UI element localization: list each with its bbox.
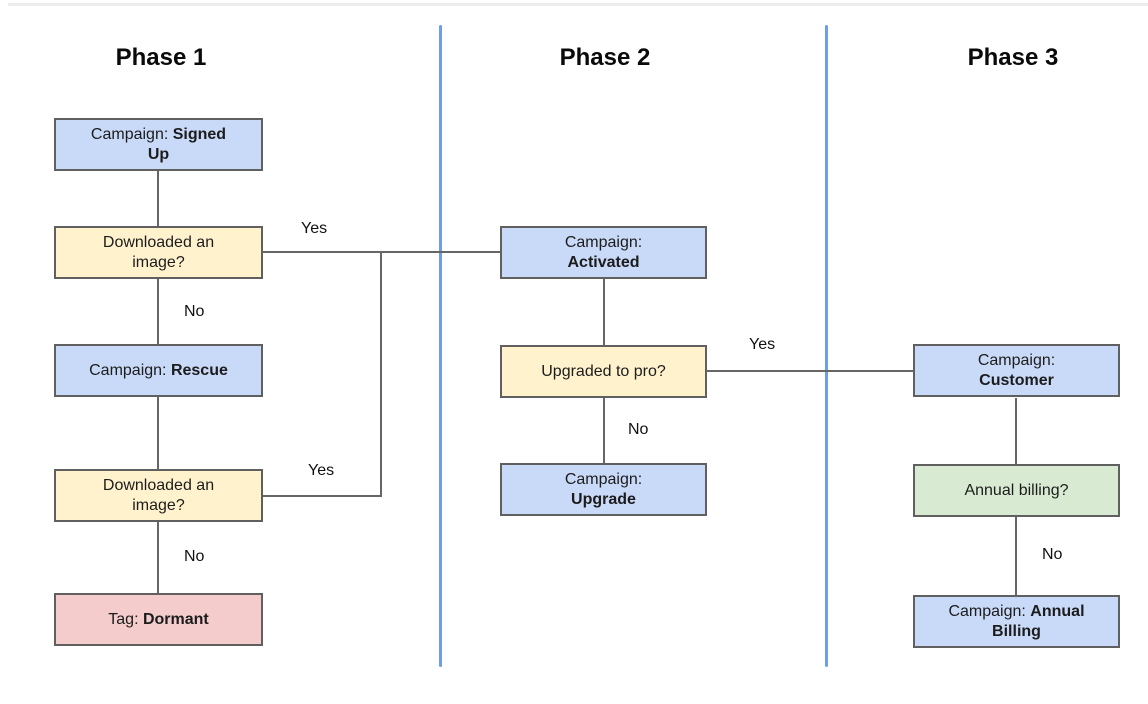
node-label: Campaign:Activated — [564, 233, 643, 271]
connector-upgraded-no — [603, 398, 605, 463]
phase-2-title: Phase 2 — [559, 44, 651, 71]
node-tag-dormant: Tag: Dormant — [54, 593, 263, 646]
connector-downloaded-2-yes-vertical — [380, 251, 382, 497]
edge-label-no-downloaded-2: No — [184, 548, 205, 565]
node-campaign-rescue: Campaign: Rescue — [54, 344, 263, 397]
edge-label-yes-upgraded: Yes — [749, 336, 776, 353]
node-question-annual-billing: Annual billing? — [913, 464, 1120, 517]
edge-label-no-upgraded: No — [628, 421, 649, 438]
connector-rescue-to-downloaded-2 — [157, 397, 159, 469]
node-question-upgraded-to-pro: Upgraded to pro? — [500, 345, 707, 398]
connector-downloaded-1-no — [157, 279, 159, 344]
edge-label-yes-downloaded-1: Yes — [301, 220, 328, 237]
node-label: Campaign:Customer — [977, 351, 1056, 389]
node-label: Campaign: Rescue — [89, 361, 228, 379]
connector-customer-to-annual-question — [1015, 398, 1017, 464]
node-label: Tag: Dormant — [108, 610, 209, 628]
node-label: Annual billing? — [964, 481, 1069, 499]
connector-downloaded-2-no — [157, 522, 159, 593]
edge-label-yes-downloaded-2: Yes — [308, 462, 335, 479]
node-campaign-activated: Campaign:Activated — [500, 226, 707, 279]
connector-upgraded-yes — [707, 370, 913, 372]
phase-3-title: Phase 3 — [967, 44, 1059, 71]
edge-label-no-downloaded-1: No — [184, 303, 205, 320]
node-campaign-customer: Campaign:Customer — [913, 344, 1120, 397]
connector-activated-to-upgraded — [603, 278, 605, 345]
connector-signed-up-to-downloaded-1 — [157, 171, 159, 226]
phase-divider-1-2 — [439, 25, 442, 667]
phase-1-title: Phase 1 — [115, 44, 207, 71]
connector-downloaded-2-yes-horizontal — [263, 495, 382, 497]
phase-divider-2-3 — [825, 25, 828, 667]
node-label: Campaign:Upgrade — [564, 470, 643, 508]
node-label: Upgraded to pro? — [541, 362, 666, 380]
node-campaign-upgrade: Campaign:Upgrade — [500, 463, 707, 516]
connector-annual-question-no — [1015, 517, 1017, 595]
top-border-line — [8, 3, 1148, 6]
edge-label-no-annual: No — [1042, 546, 1063, 563]
